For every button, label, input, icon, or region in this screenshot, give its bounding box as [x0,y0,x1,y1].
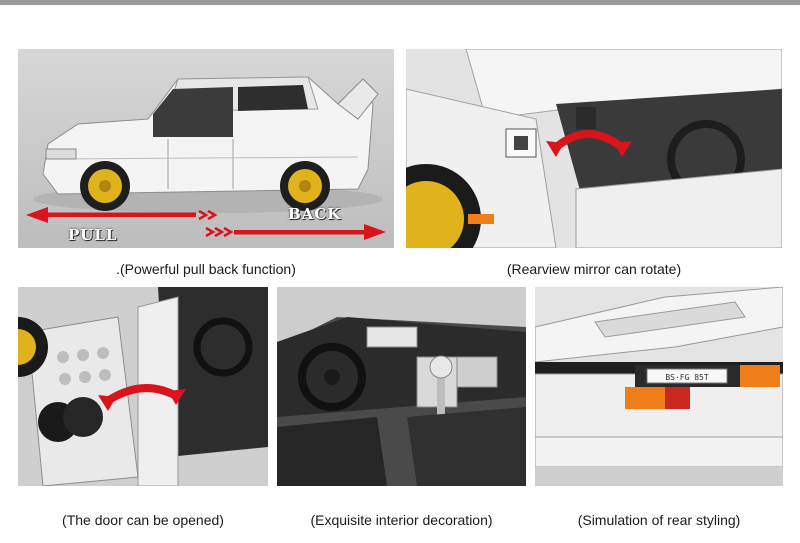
back-label: BACK [288,205,342,223]
mirror-illustration [406,49,782,248]
rear-wheel [280,161,330,211]
back-arrow [205,224,386,240]
caption-mirror: (Rearview mirror can rotate) [506,261,682,277]
pull-label: PULL [68,226,118,244]
caption-door: (The door can be opened) [62,512,224,528]
interior-illustration [277,287,526,486]
panel-mirror [406,49,782,248]
front-wheel [80,161,130,211]
panel-interior [277,287,526,486]
top-divider-bar [0,0,800,5]
caption-interior: (Exquisite interior decoration) [310,512,493,528]
panel-pull-back: BACK PULL [18,49,394,248]
pull-back-car-illustration [18,49,394,248]
panel-rear: BS·FG 85T [535,287,783,486]
panel-door [18,287,268,486]
pull-arrow [26,207,218,223]
caption-pull-back: .(Powerful pull back function) [116,261,296,277]
caption-rear: (Simulation of rear styling) [577,512,741,528]
license-plate: BS·FG 85T [665,373,709,382]
rear-illustration: BS·FG 85T [535,287,783,486]
door-illustration [18,287,268,486]
